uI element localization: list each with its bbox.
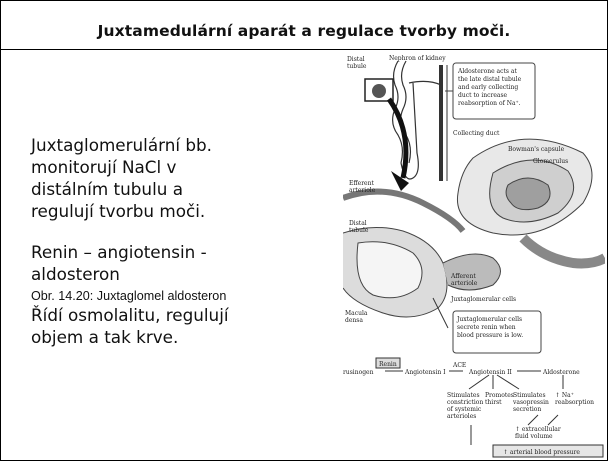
label-extracellular: ↑ extracellular <box>515 426 561 433</box>
p1-line: monitorují NaCl v <box>31 157 176 177</box>
svg-text:and early collecting: and early collecting <box>458 84 518 91</box>
p1-line: regulují tvorbu moči. <box>31 201 205 221</box>
p2-line: Renin – angiotensin - <box>31 242 207 262</box>
svg-text:densa: densa <box>345 317 363 324</box>
svg-text:tubule: tubule <box>347 63 367 70</box>
svg-text:duct to increase: duct to increase <box>458 92 508 99</box>
kidney-diagram-svg: Distal tubule Nephron of kidney Aldoster… <box>343 53 605 459</box>
label-ang2: Angiotensin II <box>468 369 513 376</box>
title-divider <box>1 49 607 50</box>
paragraph-1: Juxtaglomerulární bb. monitorují NaCl v … <box>31 134 276 222</box>
paragraph-2: Renin – angiotensin - aldosteron <box>31 241 276 285</box>
out1-line: Stimulates <box>447 392 480 399</box>
svg-text:secrete renin when: secrete renin when <box>457 324 516 331</box>
label-distal-tubule-2: Distal <box>349 220 367 227</box>
svg-text:arteriole: arteriole <box>349 187 376 194</box>
label-macula: Macula <box>345 310 368 317</box>
out3-line: Stimulates <box>513 392 546 399</box>
svg-text:of systemic: of systemic <box>447 406 482 413</box>
p2-line: aldosteron <box>31 264 120 284</box>
label-renin: Renin <box>379 361 397 368</box>
svg-text:arterioles: arterioles <box>447 413 476 420</box>
svg-text:constriction: constriction <box>447 399 483 406</box>
svg-text:reabsorption: reabsorption <box>555 399 594 406</box>
label-collecting-duct: Collecting duct <box>453 130 500 137</box>
p1-line: distálním tubulu a <box>31 179 183 199</box>
svg-text:reabsorption of Na⁺.: reabsorption of Na⁺. <box>458 100 521 107</box>
figure-reference: Obr. 14.20: Juxtaglomel aldosteron <box>31 288 276 304</box>
slide-title: Juxtamedulární aparát a regulace tvorby … <box>1 22 607 40</box>
label-aldosterone: Aldosterone <box>542 369 580 376</box>
label-glomerulus: Glomerulus <box>533 158 568 165</box>
svg-text:vasopressin: vasopressin <box>512 399 549 406</box>
slide-text: Juxtaglomerulární bb. monitorují NaCl v … <box>31 134 276 348</box>
p3-line: objem a tak krve. <box>31 327 178 347</box>
label-jg-cells: Juxtaglomerular cells <box>450 296 516 303</box>
paragraph-3: Řídí osmolalitu, regulují objem a tak kr… <box>31 304 276 348</box>
aldosterone-note-line: Aldosterone acts at <box>457 68 517 75</box>
svg-text:secretion: secretion <box>513 406 541 413</box>
svg-text:the late distal tubule: the late distal tubule <box>458 76 522 83</box>
p1-line: Juxtaglomerulární bb. <box>31 135 212 155</box>
jg-note-line: Juxtaglomerular cells <box>456 316 522 323</box>
svg-text:fluid volume: fluid volume <box>515 433 553 440</box>
label-nephron: Nephron of kidney <box>389 55 446 62</box>
label-afferent: Afferent <box>450 273 476 280</box>
label-ang1: Angiotensin I <box>404 369 446 376</box>
svg-text:blood pressure is low.: blood pressure is low. <box>457 332 523 339</box>
label-efferent: Efferent <box>349 180 374 187</box>
glomerulus-small <box>372 84 386 98</box>
kidney-diagram: Distal tubule Nephron of kidney Aldoster… <box>343 53 605 459</box>
svg-text:thirst: thirst <box>485 399 502 406</box>
label-bowmans-capsule: Bowman's capsule <box>508 146 565 153</box>
svg-text:arteriole: arteriole <box>451 280 478 287</box>
zoom-arrow-line <box>389 99 406 178</box>
p3-line: Řídí osmolalitu, regulují <box>31 305 229 325</box>
label-bp: ↑ arterial blood pressure <box>503 449 580 456</box>
out2-line: Promotes <box>485 392 514 399</box>
label-angiotensinogen: rusinogen <box>343 369 374 376</box>
out4-line: ↑ Na⁺ <box>555 392 574 399</box>
svg-text:tubule: tubule <box>349 227 369 234</box>
label-ace: ACE <box>452 362 466 369</box>
label-distal-tubule: Distal <box>347 56 365 63</box>
